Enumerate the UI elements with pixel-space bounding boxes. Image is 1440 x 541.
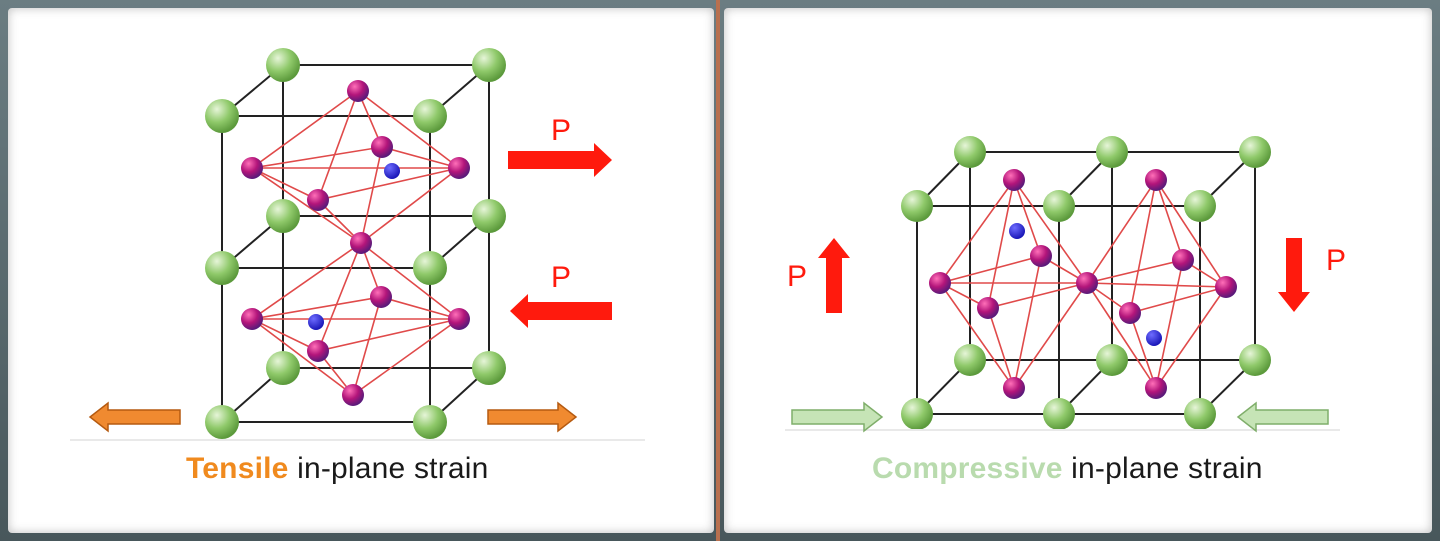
tensile-lattice [205,48,506,439]
red-arrow-icon [1278,238,1310,312]
tensile-keyword: Tensile [186,452,289,485]
tensile-caption: Tensile in-plane strain [186,452,489,486]
red-arrow-icon [818,238,850,313]
tensile-caption-rest: in-plane strain [288,452,489,485]
green-outline-arrow-icon [791,401,884,433]
compressive-keyword: Compressive [872,452,1063,485]
polarization-label-top: P [551,114,571,147]
red-arrow-icon [508,143,612,177]
panel-divider [716,0,720,541]
compressive-lattice [901,136,1271,430]
compressive-octahedral-atoms [929,169,1237,399]
polarization-label-bottom: P [551,261,571,294]
tensile-center-atoms [308,163,400,330]
polarization-label-right: P [1326,244,1346,277]
orange-outline-arrow-icon [88,401,181,433]
compressive-caption-rest: in-plane strain [1062,452,1263,485]
orange-outline-arrow-icon [487,401,578,433]
tensile-corner-atoms [205,48,506,439]
tensile-octahedral-atoms [241,80,470,406]
compressive-caption: Compressive in-plane strain [872,452,1263,486]
red-arrow-icon [510,294,612,328]
compressive-corner-atoms [901,136,1271,430]
compressive-center-atoms [1009,223,1162,346]
polarization-label-left: P [787,260,807,293]
green-outline-arrow-icon [1236,401,1329,433]
